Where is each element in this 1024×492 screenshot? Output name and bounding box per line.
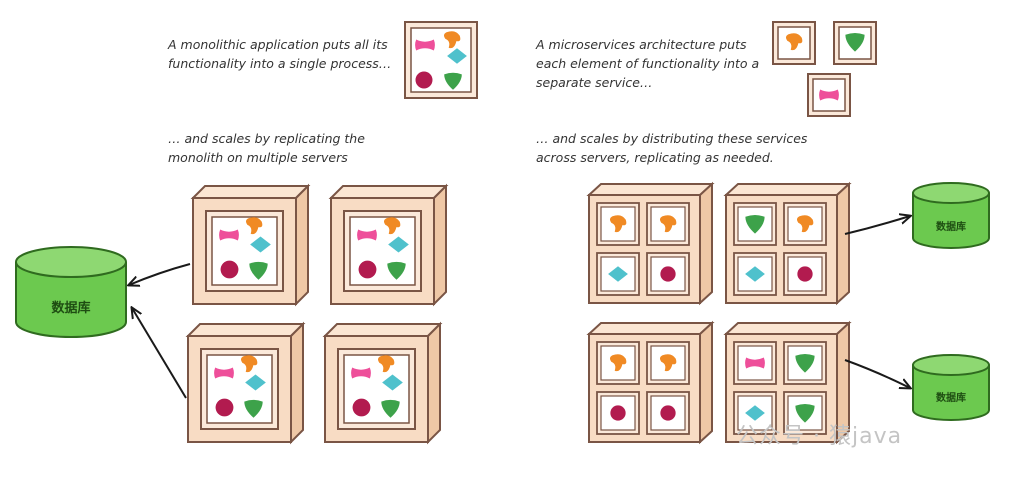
arrow-to-database-right-bottom: [844, 359, 910, 388]
monolith-server: [185, 321, 306, 445]
crimson-shape-icon: [358, 260, 377, 279]
crimson-shape-icon: [415, 71, 433, 89]
microservices-intro-caption: A microservices architecture puts each e…: [536, 37, 760, 90]
crimson-shape-icon: [660, 405, 676, 421]
database-right-top-label: 数据库: [936, 220, 966, 233]
database-right-top: 数据库: [912, 182, 990, 249]
monolith-scale-caption: … and scales by replicating the monolith…: [168, 131, 365, 165]
database-right-bottom-label: 数据库: [936, 391, 966, 404]
monolith-process-box: [404, 21, 478, 99]
monolith-server: [328, 183, 449, 307]
crimson-shape-icon: [215, 398, 234, 417]
watermark: 公众号 · 猿java: [736, 424, 903, 449]
microservice-box-green: [833, 21, 877, 65]
microservice-server: [723, 320, 852, 445]
crimson-shape-icon: [352, 398, 371, 417]
monolith-server: [190, 183, 311, 307]
microservice-box-pink: [807, 73, 851, 117]
microservice-box-orange: [772, 21, 816, 65]
microservice-server: [586, 181, 715, 306]
monolith-intro-caption: A monolithic application puts all its fu…: [168, 37, 392, 71]
crimson-shape-icon: [610, 405, 626, 421]
arrow-to-database-right-top: [844, 216, 910, 235]
microservice-server: [586, 320, 715, 445]
database-left-label: 数据库: [51, 300, 90, 316]
crimson-shape-icon: [797, 266, 813, 282]
microservice-server: [723, 181, 852, 306]
crimson-shape-icon: [220, 260, 239, 279]
database-left: 数据库: [15, 246, 127, 338]
database-right-bottom: 数据库: [912, 354, 990, 421]
crimson-shape-icon: [660, 266, 676, 282]
arrow-to-database-left: [132, 308, 187, 399]
arrow-to-database-left: [129, 263, 191, 285]
microservices-scale-caption: … and scales by distributing these servi…: [536, 131, 808, 165]
monolith-server: [322, 321, 443, 445]
